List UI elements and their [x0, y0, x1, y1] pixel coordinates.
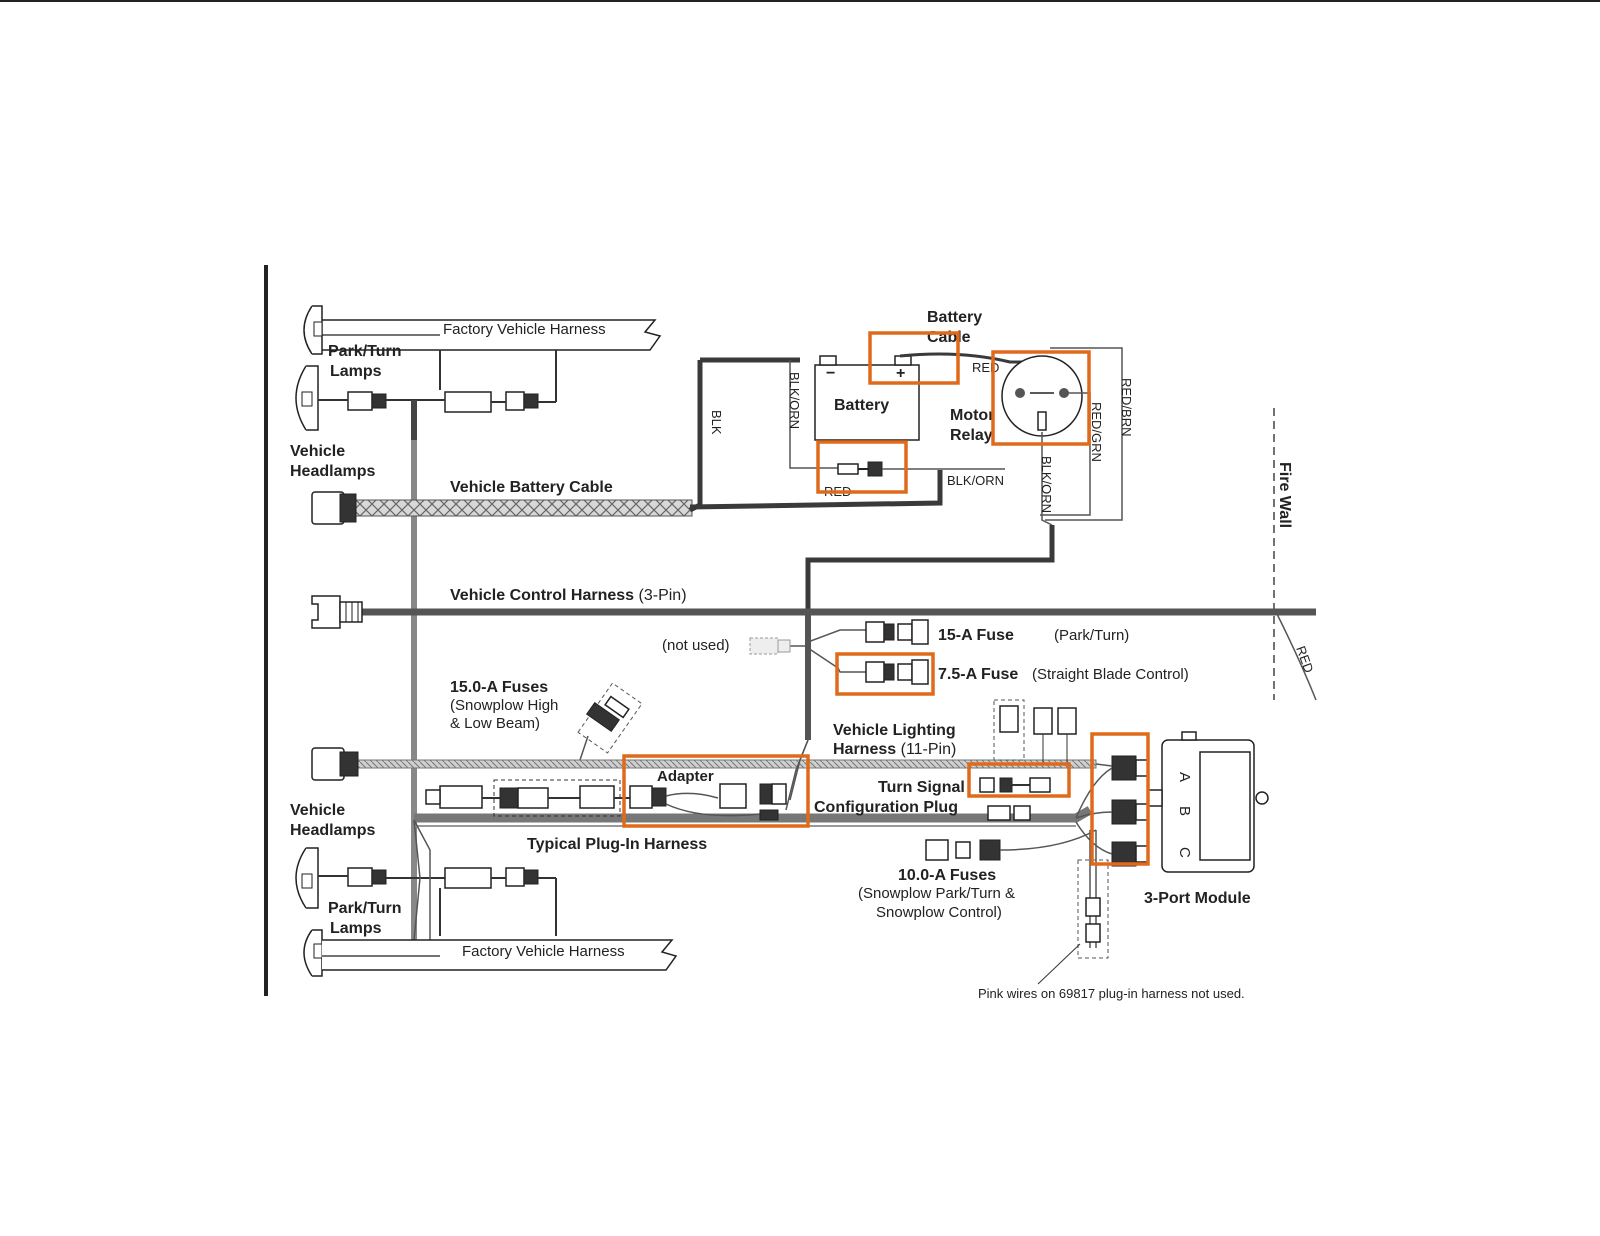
- vehicle-control-harness: [311, 595, 1316, 629]
- fire-wall-label: Fire Wall: [1276, 462, 1293, 528]
- vehicle-control-harness-label: Vehicle Control Harness (3-Pin): [450, 587, 687, 604]
- not-used-label: (not used): [662, 637, 730, 654]
- factory-harness-bottom: [322, 939, 678, 971]
- headlamps-bottom-label-2: Headlamps: [290, 822, 375, 839]
- adapter-label: Adapter: [657, 768, 714, 785]
- vehicle-lighting-label-1: Vehicle Lighting: [833, 722, 956, 739]
- highlight-turn-signal-plug: [967, 762, 1071, 798]
- fuse-15a-label: 15-A Fuse: [938, 627, 1014, 644]
- red-firewall-label: RED: [1293, 644, 1316, 675]
- motor-relay-label-2: Relay: [950, 427, 993, 444]
- not-used-connector-icon: [749, 637, 791, 655]
- vehicle-control-harness-pin: (3-Pin): [639, 587, 687, 604]
- pink-wires-note: Pink wires on 69817 plug-in harness not …: [978, 986, 1245, 1001]
- park-turn-lamp-bottom-icon: [303, 929, 323, 977]
- battery-positive-cable: [899, 352, 1050, 364]
- fuses-100a-icon: [925, 829, 1097, 861]
- fuse-75a-desc: (Straight Blade Control): [1032, 666, 1189, 683]
- blk-orn-wire-left: [789, 360, 840, 469]
- relay-control-cable: [805, 525, 1055, 612]
- red-firewall-wire: [1275, 611, 1317, 701]
- lamp-connectors-bottom: [318, 819, 557, 941]
- highlight-module-ports: [1090, 732, 1150, 866]
- vehicle-battery-cable-label: Vehicle Battery Cable: [450, 479, 613, 496]
- turn-signal-label-1: Turn Signal: [878, 779, 965, 796]
- fuse-75a-icon: [865, 659, 929, 685]
- highlight-battery-positive: [868, 331, 960, 385]
- park-turn-top-label-1: Park/Turn: [328, 343, 402, 360]
- headlamp-bottom-icon: [295, 847, 319, 909]
- lamp-connectors-top: [318, 350, 557, 413]
- red-grn-label: RED/GRN: [1089, 402, 1104, 462]
- headlamps-top-label-1: Vehicle: [290, 443, 345, 460]
- pink-wires-icon: [1037, 830, 1109, 985]
- battery-minus: −: [826, 365, 835, 382]
- battery-icon: [814, 355, 920, 441]
- battery-cable-label-1: Battery: [927, 309, 982, 326]
- battery-plus: +: [896, 365, 905, 382]
- fuses-100a-label-3: Snowplow Control): [876, 904, 1002, 921]
- blk-cable: [688, 360, 703, 513]
- factory-harness-bottom-label: Factory Vehicle Harness: [462, 943, 625, 960]
- turn-signal-plug-icon: [979, 777, 1051, 821]
- fuse-75a-label: 7.5-A Fuse: [938, 666, 1018, 683]
- park-turn-bottom-label-2: Lamps: [330, 920, 382, 937]
- relay-ground-cable: [689, 470, 943, 510]
- blk-orn-left-label: BLK/ORN: [787, 372, 802, 429]
- red-grn-wire: [1040, 392, 1091, 516]
- motor-relay-icon: [1001, 355, 1083, 437]
- highlight-boxes: [622, 331, 1150, 866]
- red-brn-wire: [1045, 347, 1123, 521]
- spare-relays-icon: [993, 699, 1077, 764]
- park-turn-top-label-2: Lamps: [330, 363, 382, 380]
- red-top-label: RED: [972, 360, 999, 375]
- headlamps-bottom-label-1: Vehicle: [290, 802, 345, 819]
- highlight-fuse-75a: [835, 652, 935, 696]
- vehicle-lighting-pin: (11-Pin): [901, 741, 957, 758]
- park-turn-lamp-top-icon: [303, 305, 323, 355]
- three-port-module-icon: [1075, 731, 1269, 873]
- park-turn-bottom-label-1: Park/Turn: [328, 900, 402, 917]
- fuses-100a-label-2: (Snowplow Park/Turn &: [858, 885, 1015, 902]
- blk-orn-mid-label: BLK/ORN: [947, 473, 1004, 488]
- port-b-label: B: [1176, 806, 1193, 816]
- adapter-icon: [629, 783, 787, 821]
- plugin-connectors-icon: [425, 779, 630, 817]
- vehicle-control-harness-bold: Vehicle Control Harness: [450, 587, 634, 604]
- fuses-150a-icon: [577, 682, 643, 761]
- fuses-150a-label-2: (Snowplow High: [450, 697, 558, 714]
- headlamp-top-icon: [295, 365, 319, 431]
- highlight-motor-relay: [991, 350, 1091, 446]
- headlamps-top-label-2: Headlamps: [290, 463, 375, 480]
- blk-orn-vertical-label: BLK/ORN: [1039, 456, 1054, 513]
- motor-relay-label-1: Motor: [950, 407, 994, 424]
- fuse-15a-icon: [865, 619, 929, 645]
- factory-harness-top: [322, 319, 662, 351]
- fuses-150a-label-1: 15.0-A Fuses: [450, 679, 548, 696]
- fuses-100a-label-1: 10.0-A Fuses: [898, 867, 996, 884]
- vehicle-lighting-label-2: Harness (11-Pin): [833, 741, 956, 758]
- top-border-rule: [0, 0, 1600, 2]
- three-port-module-label: 3-Port Module: [1144, 890, 1251, 907]
- fuse-15a-desc: (Park/Turn): [1054, 627, 1129, 644]
- vehicle-battery-cable: [311, 491, 693, 525]
- fuses-150a-label-3: & Low Beam): [450, 715, 540, 732]
- typical-plugin-label: Typical Plug-In Harness: [527, 836, 707, 853]
- turn-signal-label-2: Configuration Plug: [814, 799, 958, 816]
- vehicle-lighting-harness-word: Harness: [833, 741, 896, 758]
- highlight-adapter: [622, 754, 810, 828]
- port-c-label: C: [1176, 847, 1193, 858]
- battery-label: Battery: [834, 397, 889, 414]
- highlight-inline-fuse: [816, 440, 908, 494]
- inline-fuse-icon: [837, 461, 883, 477]
- port-a-label: A: [1176, 772, 1193, 782]
- factory-harness-top-label: Factory Vehicle Harness: [443, 321, 606, 338]
- red-brn-label: RED/BRN: [1119, 378, 1134, 437]
- blk-label: BLK: [709, 410, 724, 435]
